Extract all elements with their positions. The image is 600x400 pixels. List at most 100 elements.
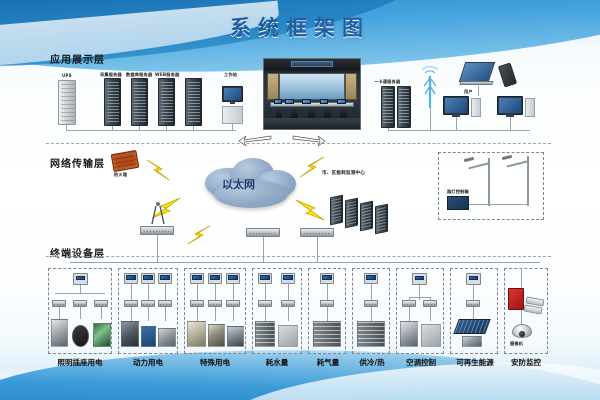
drop-security-2: [521, 310, 522, 324]
lightning-bolt-right-icon: [299, 156, 325, 178]
app-drop-pc1: [456, 117, 457, 131]
user-pc-tower-1: [471, 98, 481, 117]
meter-special-3: [226, 273, 240, 284]
drop-gas-2: [327, 307, 328, 321]
app-drop-tower: [430, 108, 431, 131]
net-to-terminal-link-1: [157, 235, 158, 262]
monitoring-center-rack-1: [330, 194, 343, 226]
workstation-monitor: [222, 86, 243, 104]
terminal-label-hvac: 空调控制: [406, 358, 436, 367]
wireless-antenna-icon: [151, 202, 165, 225]
ups-cabinet: [58, 80, 76, 125]
card-server-rack-1: [381, 86, 395, 128]
photo-gas-pipe: [313, 321, 341, 347]
streetlight-bus-line: [469, 204, 529, 205]
control-room-photo: [263, 58, 361, 130]
control-room-sign: [290, 61, 334, 68]
database-server-rack: [131, 78, 148, 126]
drop-hvac-1: [419, 285, 420, 300]
gateway-cooling-1: [364, 300, 378, 307]
photo-lighting-lamp: [72, 325, 89, 347]
drop-water-1: [265, 284, 266, 300]
dome-camera-lens-icon: [519, 331, 525, 337]
card-server-label: 一卡通服务器: [374, 79, 401, 84]
lightning-bolt-lower-right-icon: [295, 199, 325, 221]
meter-special-1: [190, 273, 204, 284]
layer-label-network: 网络传输层: [50, 159, 105, 170]
drop-special-1: [197, 284, 198, 300]
firewall-label: 防火墙: [114, 172, 128, 177]
terminal-label-renewable: 可再生能源: [456, 358, 494, 367]
gateway-water-2: [281, 300, 295, 307]
drop-special-6: [233, 307, 234, 321]
app-bus-line-right: [388, 130, 530, 131]
app-drop-tablet: [478, 86, 479, 96]
photo-water-meter: [278, 325, 298, 347]
layer-divider-2: [46, 256, 551, 257]
user-phone-icon: [497, 62, 518, 88]
app-drop-card: [388, 128, 389, 131]
drop-special-2: [215, 284, 216, 300]
net-to-terminal-link-2: [263, 237, 264, 262]
database-server-label: 数据库服务器: [126, 72, 153, 77]
streetlight-pole-2: [527, 156, 529, 206]
extra-server-rack: [185, 78, 202, 126]
user-tablet-icon: [458, 62, 496, 82]
photo-cooling-pipe: [357, 321, 385, 347]
drop-hvac-2: [409, 297, 410, 301]
app-drop-1: [112, 126, 113, 131]
photo-special-equipment-1: [187, 321, 206, 347]
drop-security-1: [521, 268, 522, 288]
app-drop-pc2: [510, 117, 511, 131]
solar-panel-icon: [453, 319, 491, 334]
wireless-tower-icon: [422, 66, 438, 108]
meter-cooling-1: [364, 273, 378, 284]
bus-lighting: [55, 293, 105, 294]
terminal-label-security: 安防监控: [511, 358, 541, 367]
gateway-special-2: [208, 300, 222, 307]
camera-sub-label: 摄像机: [510, 341, 524, 346]
drop-special-5: [215, 307, 216, 321]
ethernet-cloud-body: [214, 180, 288, 208]
drop-lighting-2: [80, 307, 81, 319]
web-server-rack: [158, 78, 175, 126]
drop-power-4: [131, 307, 132, 321]
meter-hvac-1: [412, 273, 427, 285]
gateway-hvac-1: [402, 300, 416, 307]
app-drop-3: [166, 126, 167, 131]
streetlight-pole-1: [488, 158, 490, 206]
uplink-arrow-right-icon: [292, 135, 326, 147]
meter-lighting-1: [73, 273, 88, 285]
gateway-power-2: [141, 300, 155, 307]
photo-special-equipment-3: [227, 326, 244, 347]
photo-lighting-sensor: [93, 323, 111, 347]
app-drop-ups: [66, 125, 67, 131]
drop-special-4: [197, 307, 198, 321]
layer-divider-1: [46, 143, 551, 144]
photo-power-unit: [158, 328, 176, 347]
streetlight-control-box: [447, 196, 469, 210]
drop-power-1: [131, 284, 132, 300]
photo-power-pump: [141, 326, 156, 347]
workstation-pc: [222, 106, 243, 124]
user-pc-tower-2: [525, 98, 535, 117]
user-tablet-base: [459, 81, 494, 85]
layer-label-terminal: 终端设备层: [50, 249, 105, 260]
gateway-water-1: [258, 300, 272, 307]
meter-power-2: [141, 273, 155, 284]
drop-hvac-5: [430, 307, 431, 321]
meter-special-2: [208, 273, 222, 284]
photo-hvac-unit-2: [421, 324, 441, 347]
terminal-bus-line: [70, 262, 540, 263]
terminal-label-special: 特殊用电: [200, 358, 230, 367]
meter-water-2: [281, 273, 295, 284]
poster-title-text: 系统框架图: [230, 16, 370, 40]
network-switch-device-2: [300, 228, 334, 237]
net-to-terminal-link-3: [317, 237, 318, 262]
streetlight-control-label: 路灯控制箱: [447, 189, 469, 194]
layer-label-application: 应用展示层: [50, 55, 105, 66]
user-pc-monitor-2: [497, 96, 523, 117]
drop-special-3: [233, 284, 234, 300]
gateway-power-3: [158, 300, 172, 307]
